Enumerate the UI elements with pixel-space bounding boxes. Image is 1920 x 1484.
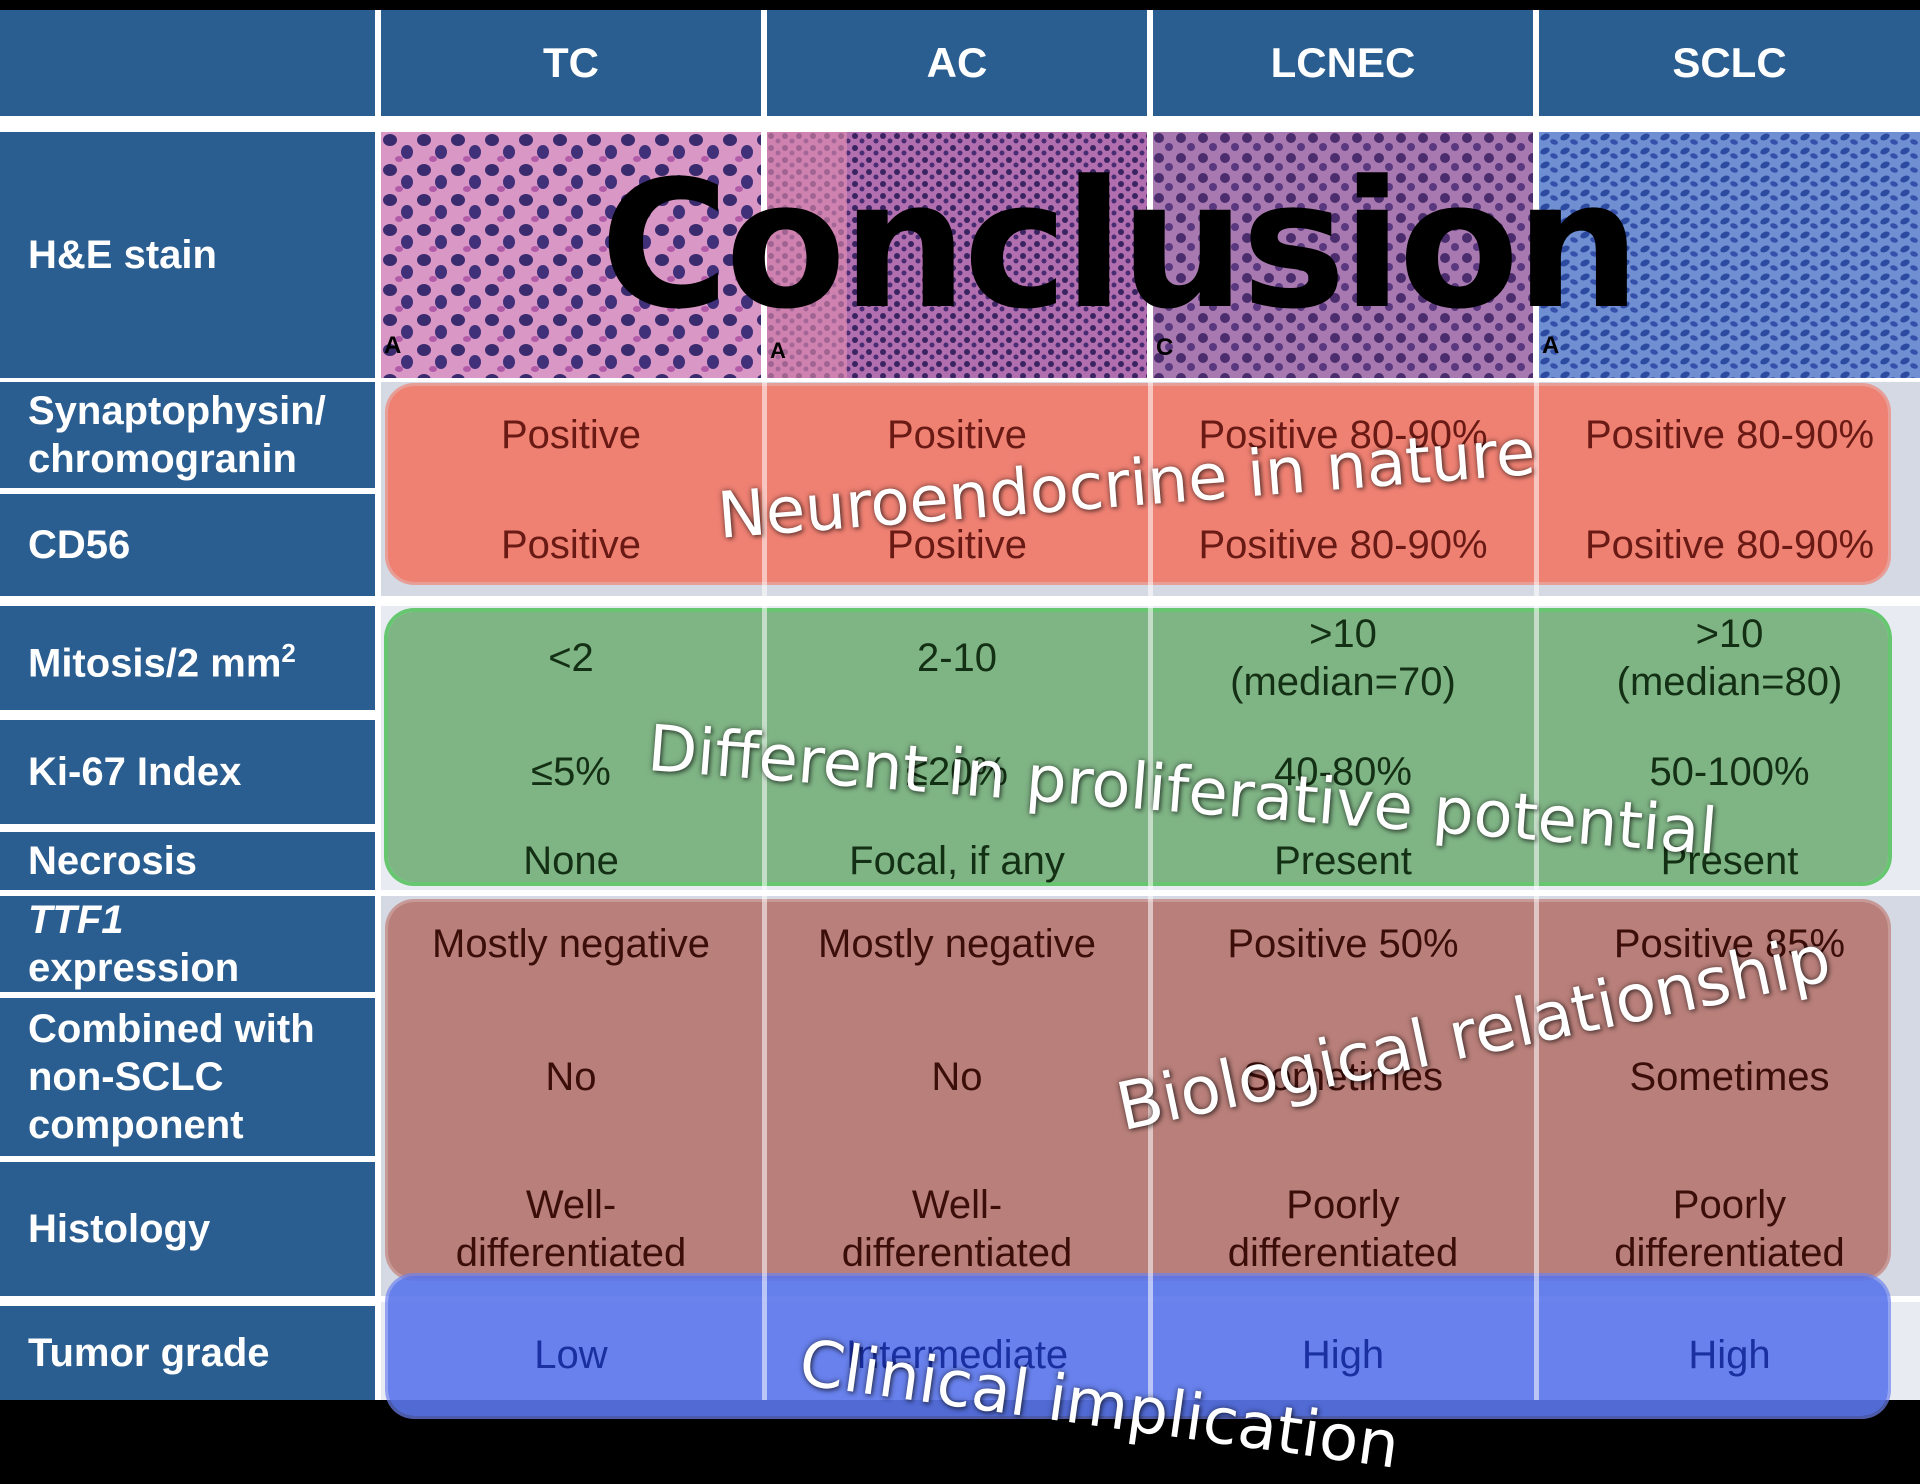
column-divider <box>1534 10 1539 1400</box>
header-corner <box>0 10 375 116</box>
grade-value-sclc: High <box>1688 1333 1771 1377</box>
column-header-ac: AC <box>767 10 1147 116</box>
syn-value-sclc: Positive 80-90% <box>1584 413 1875 457</box>
column-header-sclc: SCLC <box>1539 10 1920 116</box>
ttf1-value-ac: Mostly negative <box>818 922 1096 966</box>
grade-value-ac: Intermediate <box>845 1333 1069 1377</box>
neuroendocrine-highlight <box>388 386 1888 582</box>
combined-value-lcnec: Sometimes <box>1242 1055 1444 1099</box>
column-divider <box>762 10 767 1400</box>
necrosis-value-sclc: Present <box>1660 839 1799 883</box>
tissue-texture-ac <box>767 132 1147 378</box>
combined-value-sclc: Sometimes <box>1629 1055 1830 1099</box>
row-label-text: Combined with <box>28 1007 315 1051</box>
proliferative-highlight <box>388 612 1888 882</box>
mitosis-value-ac: 2-10 <box>916 636 998 680</box>
row-label-histology: Histology <box>0 1162 375 1296</box>
syn-value-tc: Positive <box>500 413 642 457</box>
he-stain-image-lcnec <box>1153 132 1533 378</box>
row-label-text: expression <box>28 946 240 990</box>
row-label-text: component <box>28 1103 244 1147</box>
he-stain-image-sclc <box>1539 132 1920 378</box>
ki67-value-lcnec: 40-80% <box>1274 750 1412 794</box>
row-label-text: Synaptophysin/ <box>28 389 326 433</box>
superscript: 2 <box>281 637 296 668</box>
row-label-necrosis: Necrosis <box>0 832 375 890</box>
necrosis-value-tc: None <box>523 839 619 883</box>
row-label-text: TTF1 <box>28 898 124 942</box>
row-label-text: Tumor grade <box>28 1331 270 1375</box>
row-label-text: H&E stain <box>28 233 217 277</box>
row-label-text: chromogranin <box>28 437 297 481</box>
ki67-value-sclc: 50-100% <box>1649 750 1810 794</box>
row-label-text: non-SCLC <box>28 1055 224 1099</box>
combined-value-ac: No <box>931 1055 983 1099</box>
tissue-texture-sclc <box>1539 132 1920 378</box>
combined-value-tc: No <box>545 1055 597 1099</box>
row-label-text: Ki-67 Index <box>28 750 242 794</box>
cd56-value-tc: Positive <box>500 523 642 567</box>
column-header-lcnec: LCNEC <box>1153 10 1533 116</box>
slide: TC AC LCNEC SCLC H&E stain <box>0 10 1920 1484</box>
ttf1-value-tc: Mostly negative <box>432 922 710 966</box>
histology-value-tc: Well-differentiated <box>455 1183 687 1275</box>
row-label-mitosis: Mitosis/2 mm2 <box>0 606 375 710</box>
clinical-highlight <box>388 1276 1888 1416</box>
cd56-value-ac: Positive <box>886 523 1028 567</box>
mitosis-value-lcnec: >10(median=70) <box>1230 612 1456 704</box>
he-stain-image-ac <box>767 132 1147 378</box>
tissue-texture-tc <box>381 132 761 378</box>
row-label-text: CD56 <box>28 523 131 567</box>
row-label-text: Mitosis/2 mm2 <box>28 637 296 686</box>
histology-value-ac: Well-differentiated <box>841 1183 1073 1275</box>
image-letter-a-sclc: A <box>1542 332 1560 359</box>
row-label-ttf1: TTF1 expression <box>0 896 375 992</box>
necrosis-value-ac: Focal, if any <box>849 839 1065 883</box>
ttf1-value-lcnec: Positive 50% <box>1227 922 1459 966</box>
grade-value-tc: Low <box>534 1333 608 1377</box>
image-letter-a-tc: A <box>384 332 402 359</box>
mitosis-value-tc: <2 <box>548 636 594 680</box>
row-label-tumor-grade: Tumor grade <box>0 1306 375 1400</box>
syn-value-ac: Positive <box>886 413 1028 457</box>
image-letter-c-lcnec: C <box>1156 334 1174 361</box>
row-label-text: Necrosis <box>28 839 197 883</box>
ttf1-value-sclc: Positive 85% <box>1613 922 1846 966</box>
row-label-he-stain: H&E stain <box>0 132 375 378</box>
syn-value-lcnec: Positive 80-90% <box>1198 413 1488 457</box>
tissue-texture-lcnec <box>1153 132 1533 378</box>
row-label-cd56: CD56 <box>0 494 375 596</box>
column-divider <box>1148 10 1153 1400</box>
cd56-value-lcnec: Positive 80-90% <box>1198 523 1488 567</box>
page-title: Conclusion <box>600 143 1641 348</box>
image-letter-a-ac: A <box>770 338 786 363</box>
row-label-text: Histology <box>28 1207 211 1251</box>
column-header-tc: TC <box>381 10 761 116</box>
row-label-ki67: Ki-67 Index <box>0 720 375 824</box>
necrosis-value-lcnec: Present <box>1274 839 1412 883</box>
cd56-value-sclc: Positive 80-90% <box>1584 523 1875 567</box>
row-label-combined: Combined with non-SCLC component <box>0 998 375 1156</box>
comparison-table: TC AC LCNEC SCLC H&E stain <box>0 10 1920 1484</box>
grade-value-lcnec: High <box>1301 1333 1385 1377</box>
mitosis-value-sclc: >10(median=80) <box>1616 612 1843 704</box>
row-label-synaptophysin: Synaptophysin/ chromogranin <box>0 382 375 488</box>
ki67-value-ac: ≤20% <box>905 750 1008 794</box>
biological-highlight <box>388 902 1888 1278</box>
he-stain-image-tc <box>381 132 761 378</box>
ki67-value-tc: ≤5% <box>531 750 611 794</box>
